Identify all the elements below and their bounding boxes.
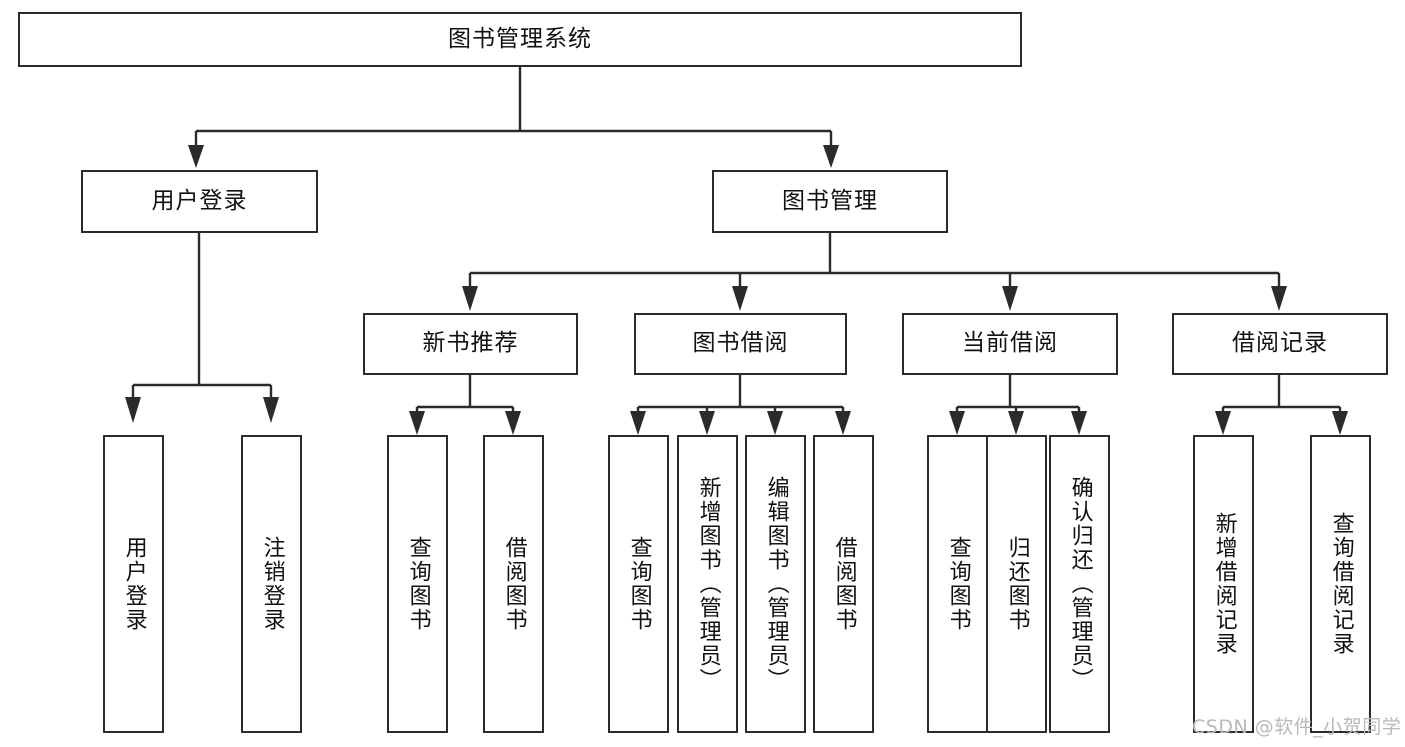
node-label: 借阅图书 xyxy=(831,536,857,632)
leaf-query-book-borrow[interactable]: 查询图书 xyxy=(608,435,669,733)
node-label: 借阅记录 xyxy=(1232,330,1328,357)
node-label: 图书管理系统 xyxy=(448,25,592,52)
leaf-logout[interactable]: 注销登录 xyxy=(241,435,302,733)
leaf-query-borrow-record[interactable]: 查询借阅记录 xyxy=(1310,435,1371,733)
leaf-query-book-current[interactable]: 查询图书 xyxy=(927,435,988,733)
node-root-library-management-system[interactable]: 图书管理系统 xyxy=(18,12,1022,67)
node-label: 查询图书 xyxy=(626,536,652,632)
node-label: 注销登录 xyxy=(259,536,285,632)
leaf-add-book-admin[interactable]: 新增图书（管理员） xyxy=(677,435,738,733)
leaf-return-book[interactable]: 归还图书 xyxy=(986,435,1047,733)
node-borrow-record[interactable]: 借阅记录 xyxy=(1172,313,1388,375)
node-current-borrow[interactable]: 当前借阅 xyxy=(902,313,1118,375)
node-user-login[interactable]: 用户登录 xyxy=(81,170,318,233)
node-label: 归还图书 xyxy=(1004,536,1030,632)
leaf-edit-book-admin[interactable]: 编辑图书（管理员） xyxy=(745,435,806,733)
node-label: 编辑图书（管理员） xyxy=(763,476,789,692)
leaf-borrow-book-recommend[interactable]: 借阅图书 xyxy=(483,435,544,733)
node-label: 当前借阅 xyxy=(962,330,1058,357)
node-label: 用户登录 xyxy=(121,536,147,632)
node-label: 借阅图书 xyxy=(501,536,527,632)
node-label: 查询借阅记录 xyxy=(1328,512,1354,656)
node-book-management[interactable]: 图书管理 xyxy=(712,170,948,233)
leaf-borrow-book[interactable]: 借阅图书 xyxy=(813,435,874,733)
node-book-borrow[interactable]: 图书借阅 xyxy=(634,313,847,375)
node-label: 新书推荐 xyxy=(422,330,519,357)
node-label: 用户登录 xyxy=(151,187,248,214)
node-label: 图书借阅 xyxy=(692,330,789,357)
node-label: 确认归还（管理员） xyxy=(1067,476,1093,692)
node-label: 新增图书（管理员） xyxy=(695,476,721,692)
node-label: 查询图书 xyxy=(405,536,431,632)
leaf-confirm-return-admin[interactable]: 确认归还（管理员） xyxy=(1049,435,1110,733)
leaf-query-book-recommend[interactable]: 查询图书 xyxy=(387,435,448,733)
node-label: 查询图书 xyxy=(945,536,971,632)
leaf-add-borrow-record[interactable]: 新增借阅记录 xyxy=(1193,435,1254,733)
leaf-user-login[interactable]: 用户登录 xyxy=(103,435,164,733)
node-label: 新增借阅记录 xyxy=(1211,512,1237,656)
node-label: 图书管理 xyxy=(782,187,878,214)
node-new-book-recommendation[interactable]: 新书推荐 xyxy=(363,313,578,375)
